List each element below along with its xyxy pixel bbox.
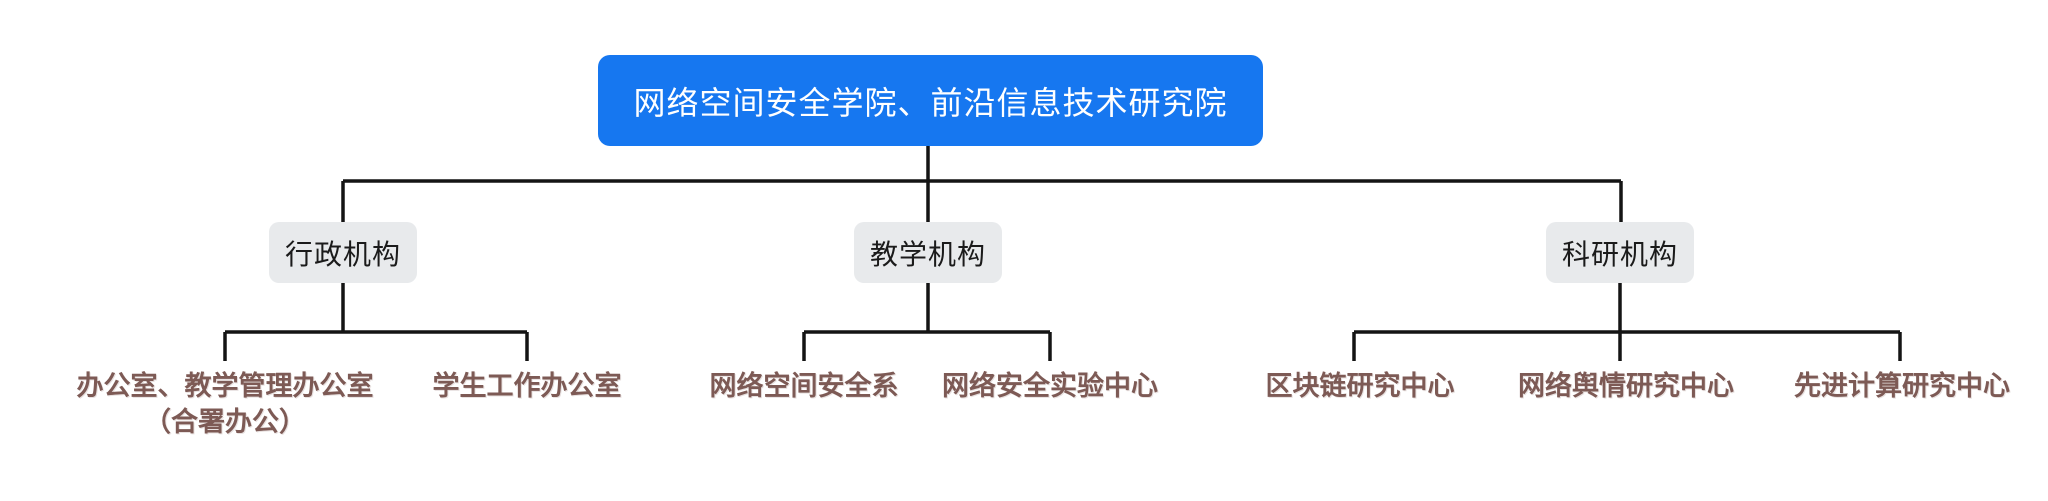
leaf-node-student-affairs[interactable]: 学生工作办公室 [433,368,622,404]
connector-root-to-branches [341,146,1623,222]
leaf-node-cyberspace-security-dept-label: 网络空间安全系 [709,371,899,401]
leaf-node-network-security-lab-label: 网络安全实验中心 [942,371,1158,401]
branch-node-research-label: 科研机构 [1561,238,1678,270]
branch-node-teaching-label: 教学机构 [869,238,986,270]
branch-node-admin-label: 行政机构 [284,238,401,270]
leaf-node-office-admin[interactable]: 办公室、教学管理办公室 （合署办公） [77,368,374,440]
leaf-node-blockchain-center[interactable]: 区块链研究中心 [1266,368,1455,404]
leaf-node-network-security-lab[interactable]: 网络安全实验中心 [942,368,1158,404]
connector-teaching-to-children [802,283,1052,361]
leaf-node-office-admin-label-line2: （合署办公） [144,407,306,437]
branch-node-teaching[interactable]: 教学机构 [854,222,1002,283]
leaf-node-student-affairs-label: 学生工作办公室 [432,371,622,401]
leaf-node-advanced-computing-center-label: 先进计算研究中心 [1794,371,2010,401]
root-node-label: 网络空间安全学院、前沿信息技术研究院 [633,84,1228,121]
leaf-node-cyberspace-security-dept[interactable]: 网络空间安全系 [710,368,899,404]
connector-research-to-children [1352,283,1902,361]
leaf-node-blockchain-center-label: 区块链研究中心 [1265,371,1455,401]
leaf-node-public-opinion-center-label: 网络舆情研究中心 [1518,371,1734,401]
branch-node-admin[interactable]: 行政机构 [269,222,417,283]
leaf-node-office-admin-label: 办公室、教学管理办公室 [76,371,374,401]
leaf-node-advanced-computing-center[interactable]: 先进计算研究中心 [1794,368,2010,404]
branch-node-research[interactable]: 科研机构 [1546,222,1694,283]
connector-admin-to-children [223,283,529,361]
root-node[interactable]: 网络空间安全学院、前沿信息技术研究院 [598,55,1263,146]
leaf-node-public-opinion-center[interactable]: 网络舆情研究中心 [1518,368,1734,404]
